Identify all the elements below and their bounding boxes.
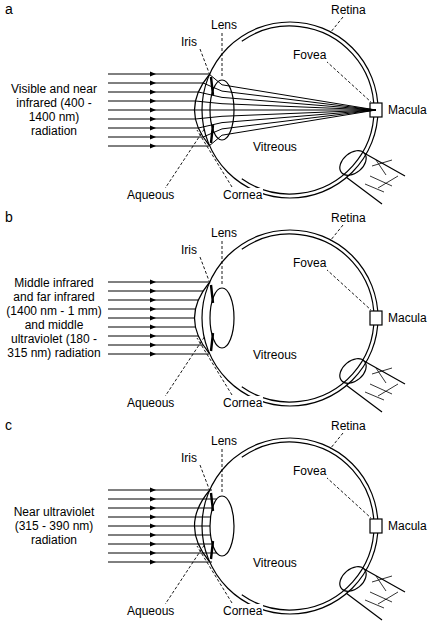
radiation-ray <box>108 499 217 500</box>
radiation-ray <box>108 526 210 527</box>
radiation-ray <box>150 307 156 312</box>
part-label: Macula <box>387 519 428 533</box>
radiation-ray <box>150 542 156 547</box>
radiation-ray <box>150 325 156 330</box>
panel-letter: a <box>4 2 14 16</box>
part-label: Retina <box>330 419 367 433</box>
part-label: Iris <box>180 243 198 257</box>
radiation-ray <box>108 490 212 491</box>
radiation-ray <box>108 508 212 509</box>
radiation-ray <box>108 92 376 110</box>
radiation-ray <box>150 289 156 294</box>
radiation-label: Middle infrared and far infrared (1400 n… <box>4 276 104 360</box>
radiation-ray <box>150 352 156 357</box>
part-label: Aqueous <box>126 396 175 410</box>
part-label: Lens <box>210 18 238 32</box>
part-label: Retina <box>330 3 367 17</box>
part-label: Fovea <box>292 48 327 62</box>
radiation-ray <box>150 72 156 77</box>
radiation-ray <box>108 535 211 536</box>
radiation-ray <box>150 515 156 520</box>
part-label: Macula <box>387 311 428 325</box>
radiation-ray <box>108 282 209 283</box>
radiation-ray <box>150 117 156 122</box>
radiation-ray <box>150 298 156 303</box>
radiation-ray <box>150 334 156 339</box>
radiation-ray <box>108 354 209 355</box>
radiation-label: Near ultraviolet (315 - 390 nm) radiatio… <box>4 505 104 547</box>
part-label: Iris <box>180 451 198 465</box>
radiation-ray <box>150 99 156 104</box>
part-label: Cornea <box>222 604 263 618</box>
radiation-ray <box>150 560 156 565</box>
radiation-ray <box>150 144 156 149</box>
part-label: Aqueous <box>126 188 175 202</box>
radiation-ray <box>108 110 376 111</box>
radiation-ray <box>150 533 156 538</box>
radiation-ray <box>150 524 156 529</box>
part-label: Iris <box>180 35 198 49</box>
radiation-ray <box>108 110 376 137</box>
radiation-ray <box>108 83 376 110</box>
part-label: Fovea <box>292 256 327 270</box>
radiation-ray <box>150 488 156 493</box>
radiation-ray <box>108 110 376 128</box>
radiation-ray <box>150 81 156 86</box>
radiation-ray <box>108 101 376 110</box>
part-label: Cornea <box>222 188 263 202</box>
radiation-label: Visible and near infrared (400 - 1400 nm… <box>4 82 104 138</box>
radiation-ray <box>150 343 156 348</box>
part-label: Vitreous <box>252 348 298 362</box>
panel-letter: b <box>4 210 14 224</box>
radiation-ray <box>150 551 156 556</box>
part-label: Vitreous <box>252 140 298 154</box>
radiation-ray <box>150 497 156 502</box>
radiation-ray <box>150 108 156 113</box>
part-label: Vitreous <box>252 556 298 570</box>
radiation-ray <box>108 562 212 563</box>
part-label: Fovea <box>292 464 327 478</box>
part-label: Retina <box>330 211 367 225</box>
part-label: Lens <box>210 434 238 448</box>
part-label: Cornea <box>222 396 263 410</box>
radiation-ray <box>108 110 376 146</box>
panel-letter: c <box>4 418 13 432</box>
radiation-ray <box>108 74 376 110</box>
radiation-ray <box>108 544 212 545</box>
part-label: Macula <box>387 103 428 117</box>
radiation-ray <box>108 553 217 554</box>
radiation-ray <box>108 517 211 518</box>
part-label: Aqueous <box>126 604 175 618</box>
radiation-ray <box>150 316 156 321</box>
radiation-ray <box>150 90 156 95</box>
part-label: Lens <box>210 226 238 240</box>
radiation-ray <box>150 126 156 131</box>
radiation-ray <box>150 506 156 511</box>
radiation-ray <box>150 135 156 140</box>
radiation-ray <box>150 280 156 285</box>
